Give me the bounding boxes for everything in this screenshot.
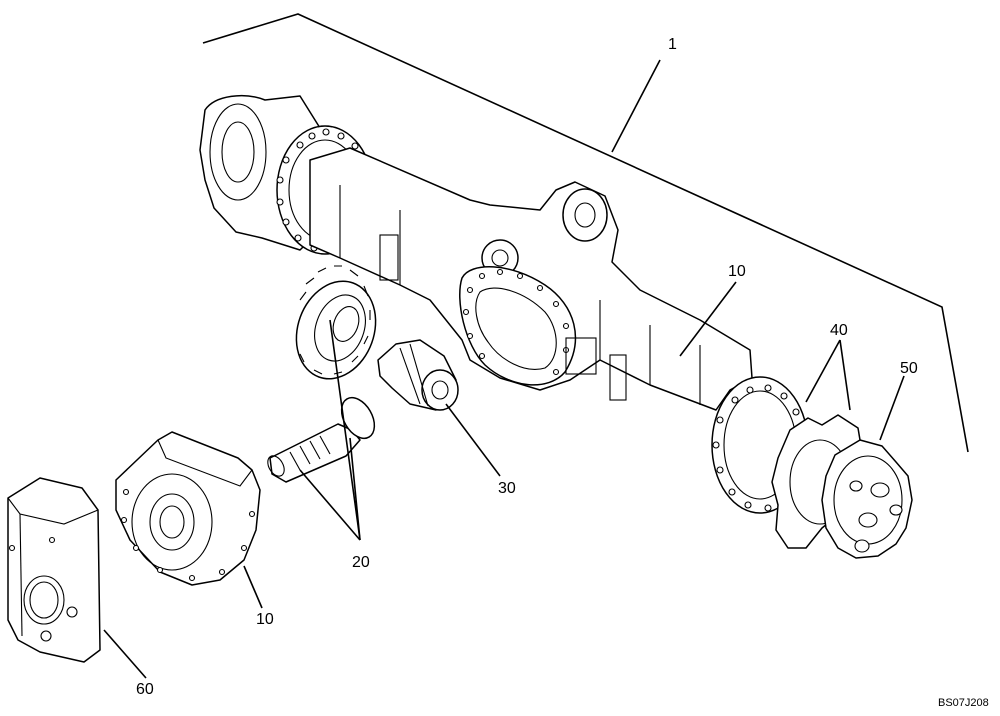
callout-50: 50 <box>900 360 918 377</box>
callout-10-carrier: 10 <box>256 611 274 628</box>
pinion-shaft <box>267 396 376 483</box>
callout-30: 30 <box>498 480 516 497</box>
axle-housing <box>199 94 753 411</box>
callout-40: 40 <box>830 322 848 339</box>
carrier-studs <box>462 268 570 376</box>
carrier-housing <box>115 431 261 586</box>
cover-plate <box>7 477 101 663</box>
ring-gear <box>295 265 377 380</box>
differential <box>377 339 459 411</box>
leader-lines <box>103 281 905 679</box>
right-wheel-end <box>711 376 913 559</box>
reference-code: BS07J208 <box>938 697 989 709</box>
callout-20: 20 <box>352 554 370 571</box>
callout-10-housing: 10 <box>728 263 746 280</box>
assembly-bracket <box>202 13 969 453</box>
callout-60: 60 <box>136 681 154 698</box>
callout-1: 1 <box>668 36 677 53</box>
